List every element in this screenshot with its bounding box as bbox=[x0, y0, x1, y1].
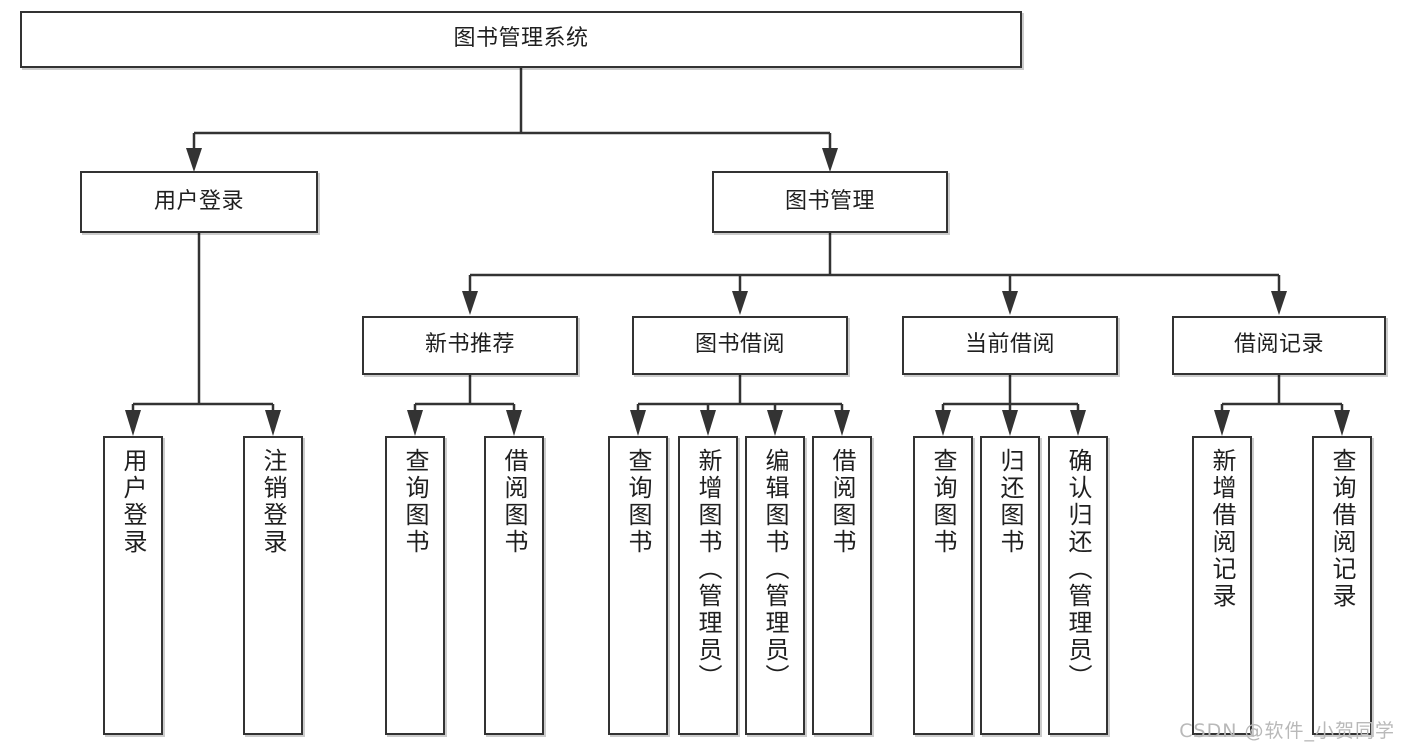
node-label: 用户登录 bbox=[119, 448, 147, 556]
node-label: 图书管理 bbox=[784, 188, 875, 214]
node-label: 当前借阅 bbox=[964, 332, 1055, 358]
node-label: 查询图书 bbox=[624, 448, 652, 556]
node-new-book-recommend[interactable]: 新书推荐 bbox=[362, 316, 578, 375]
node-label: 确认归还（管理员） bbox=[1064, 448, 1092, 691]
node-leaf-book-borrow-query[interactable]: 查询图书 bbox=[608, 436, 668, 735]
node-label: 新增图书（管理员） bbox=[694, 448, 722, 691]
node-label: 用户登录 bbox=[153, 188, 244, 214]
node-label: 查询借阅记录 bbox=[1328, 448, 1356, 610]
arrow-root-to-book-manage bbox=[822, 148, 838, 172]
arrow-borrow-record-leaf-2 bbox=[1334, 410, 1350, 436]
node-leaf-current-borrow-confirm-return[interactable]: 确认归还（管理员） bbox=[1048, 436, 1108, 735]
node-label: 借阅记录 bbox=[1233, 332, 1324, 358]
arrow-book-borrow-leaf-3 bbox=[767, 410, 783, 436]
node-label: 新增借阅记录 bbox=[1208, 448, 1236, 610]
node-user-login[interactable]: 用户登录 bbox=[80, 171, 318, 233]
arrow-current-borrow-leaf-3 bbox=[1070, 410, 1086, 436]
arrow-to-current-borrow bbox=[1002, 291, 1018, 315]
arrow-book-borrow-leaf-4 bbox=[834, 410, 850, 436]
arrow-to-new-book bbox=[462, 291, 478, 315]
node-borrow-record[interactable]: 借阅记录 bbox=[1172, 316, 1386, 375]
arrow-user-login-leaf-1 bbox=[125, 410, 141, 436]
node-leaf-book-borrow-add[interactable]: 新增图书（管理员） bbox=[678, 436, 738, 735]
watermark-text: CSDN @软件_小贺同学 bbox=[1179, 720, 1395, 742]
node-leaf-book-borrow-borrow[interactable]: 借阅图书 bbox=[812, 436, 872, 735]
node-label: 借阅图书 bbox=[828, 448, 856, 556]
node-label: 图书借阅 bbox=[694, 332, 785, 358]
node-leaf-current-borrow-return[interactable]: 归还图书 bbox=[980, 436, 1040, 735]
node-leaf-book-borrow-edit[interactable]: 编辑图书（管理员） bbox=[745, 436, 805, 735]
arrow-to-book-borrow bbox=[732, 291, 748, 315]
arrow-user-login-leaf-2 bbox=[265, 410, 281, 436]
node-label: 编辑图书（管理员） bbox=[761, 448, 789, 691]
arrow-borrow-record-leaf-1 bbox=[1214, 410, 1230, 436]
node-label: 归还图书 bbox=[996, 448, 1024, 556]
node-current-borrow[interactable]: 当前借阅 bbox=[902, 316, 1118, 375]
node-book-borrow[interactable]: 图书借阅 bbox=[632, 316, 848, 375]
node-label: 借阅图书 bbox=[500, 448, 528, 556]
node-leaf-new-book-borrow[interactable]: 借阅图书 bbox=[484, 436, 544, 735]
node-root-book-management-system[interactable]: 图书管理系统 bbox=[20, 11, 1022, 68]
arrow-book-borrow-leaf-2 bbox=[700, 410, 716, 436]
node-leaf-new-book-query[interactable]: 查询图书 bbox=[385, 436, 445, 735]
node-label: 新书推荐 bbox=[424, 332, 515, 358]
node-label: 查询图书 bbox=[929, 448, 957, 556]
node-label: 查询图书 bbox=[401, 448, 429, 556]
node-leaf-user-login-logout[interactable]: 注销登录 bbox=[243, 436, 303, 735]
node-leaf-borrow-record-add[interactable]: 新增借阅记录 bbox=[1192, 436, 1252, 735]
arrow-current-borrow-leaf-2 bbox=[1002, 410, 1018, 436]
node-leaf-user-login-login[interactable]: 用户登录 bbox=[103, 436, 163, 735]
arrow-new-book-leaf-2 bbox=[506, 410, 522, 436]
node-book-management[interactable]: 图书管理 bbox=[712, 171, 948, 233]
node-label: 图书管理系统 bbox=[453, 26, 589, 52]
arrow-to-borrow-record bbox=[1271, 291, 1287, 315]
arrow-new-book-leaf-1 bbox=[407, 410, 423, 436]
node-leaf-borrow-record-query[interactable]: 查询借阅记录 bbox=[1312, 436, 1372, 735]
arrow-book-borrow-leaf-1 bbox=[630, 410, 646, 436]
node-leaf-current-borrow-query[interactable]: 查询图书 bbox=[913, 436, 973, 735]
arrow-current-borrow-leaf-1 bbox=[935, 410, 951, 436]
arrow-root-to-user-login bbox=[186, 148, 202, 172]
node-label: 注销登录 bbox=[259, 448, 287, 556]
